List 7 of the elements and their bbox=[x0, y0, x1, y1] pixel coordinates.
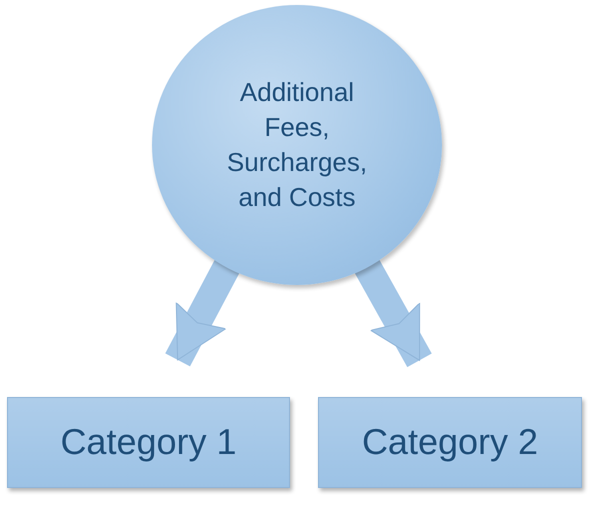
node-label: Additional Fees, Surcharges, and Costs bbox=[226, 76, 368, 214]
node-label: Category 1 bbox=[60, 420, 237, 464]
category-box bbox=[7, 397, 290, 488]
node-label: Category 2 bbox=[362, 420, 538, 464]
category-box bbox=[318, 397, 582, 488]
block-arrow bbox=[354, 259, 432, 368]
block-arrow bbox=[165, 260, 240, 366]
